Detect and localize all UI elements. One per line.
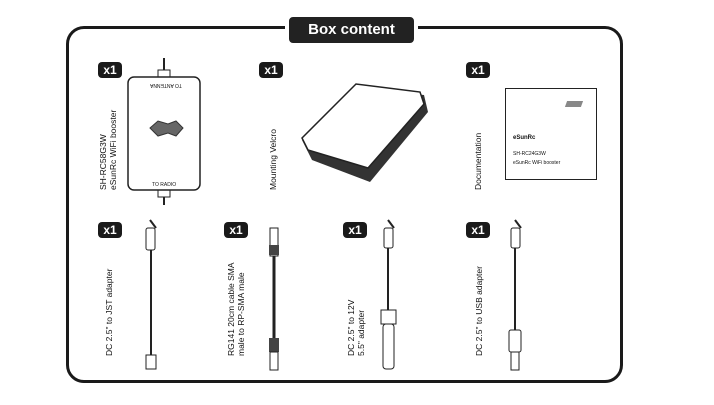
jst-adapter-illustration: [145, 219, 157, 370]
wifi-booster-illustration: [127, 58, 201, 205]
velcro-pad-illustration: [301, 83, 428, 182]
doc-product: eSunRc WiFi booster: [513, 160, 561, 166]
box-content-title: Box content: [285, 13, 418, 47]
booster-quantity-badge: x1: [98, 62, 122, 78]
documentation-logo-icon: [564, 101, 584, 107]
usb-adapter-quantity-badge: x1: [466, 222, 490, 238]
doc-brand: eSunRc: [513, 135, 536, 141]
documentation-quantity-badge: x1: [466, 62, 490, 78]
12v-adapter-illustration: [380, 219, 397, 370]
documentation-label: Documentation: [473, 132, 483, 190]
cable-quantity-badge: x1: [224, 222, 248, 238]
usb-adapter-label: DC 2.5" to USB adapter: [474, 266, 484, 356]
rg141-cable-illustration: [269, 227, 279, 371]
jst-adapter-quantity-badge: x1: [98, 222, 122, 238]
jst-adapter-label: DC 2.5" to JST adapter: [104, 268, 114, 356]
documentation-sheet: eSunRc SH-RC24G3W eSunRc WiFi booster: [505, 88, 597, 180]
to-antenna-text: TO ANTENNA: [150, 82, 182, 88]
usb-adapter-illustration: [508, 219, 522, 371]
velcro-quantity-badge: x1: [259, 62, 283, 78]
to-radio-text: TO RADIO: [152, 182, 177, 188]
velcro-label: Mounting Velcro: [268, 129, 278, 190]
doc-model: SH-RC24G3W: [513, 151, 546, 157]
12v-adapter-quantity-badge: x1: [343, 222, 367, 238]
